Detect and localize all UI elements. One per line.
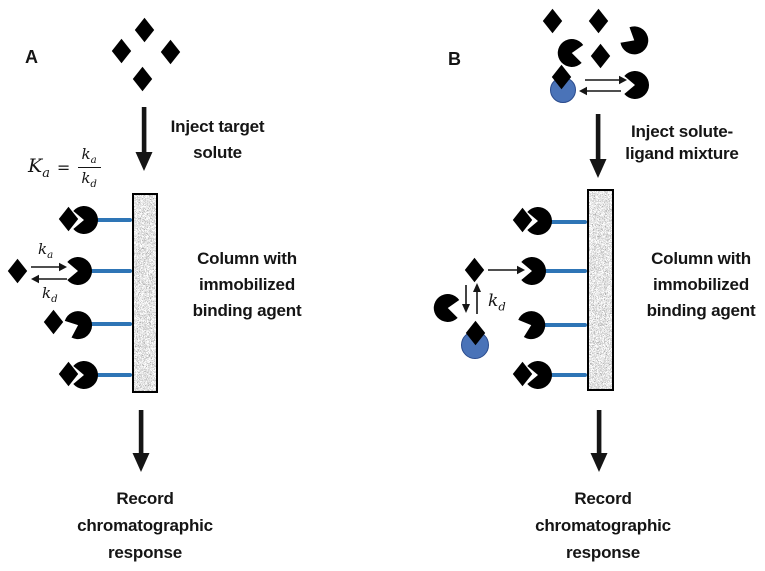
free-ligand-pacman-icon [611, 20, 654, 65]
equilibrium-constant-equation: Ka = ka kd [28, 145, 101, 190]
kd-label: kd [42, 284, 58, 305]
panel-a-label: A [25, 47, 38, 67]
record-arrow-a [132, 410, 150, 472]
tether-line [543, 269, 587, 273]
solute-ligand-complex-icon [550, 77, 576, 103]
tether-line [89, 269, 132, 273]
dissociation-down-arrow-icon [460, 285, 472, 313]
dissociation-arrow-icon [31, 273, 67, 285]
dissociation-up-arrow-icon [471, 280, 483, 314]
complexed-solute-diamond-icon [551, 64, 572, 95]
free-solute-diamond-icon [588, 8, 609, 39]
binding-agent-pacman-icon [59, 306, 100, 350]
kd-label-b: kd [488, 291, 506, 314]
complexed-solute-diamond-icon [465, 320, 486, 351]
bound-solute-diamond-icon [58, 206, 79, 237]
inject-arrow-a [135, 107, 153, 171]
target-solute-diamond-icon [132, 66, 153, 97]
bound-solute-diamond-icon [58, 361, 79, 392]
inject-caption-b: Inject solute- ligand mixture [625, 122, 739, 163]
bound-solute-diamond-icon [512, 361, 533, 392]
column-a [132, 193, 158, 393]
equilibrium-forward-arrow-icon [585, 74, 627, 86]
tether-line [543, 323, 587, 327]
tether-line [92, 373, 132, 377]
record-caption-a: Record chromatographic response [77, 489, 213, 562]
bound-solute-diamond-icon [512, 207, 533, 238]
free-ligand-pacman-icon [620, 70, 650, 105]
binding-agent-pacman-icon [63, 256, 93, 291]
ka-label: ka [38, 240, 54, 261]
equilibrium-reverse-arrow-icon [579, 85, 621, 97]
column-caption-b: Column with immobilized binding agent [646, 249, 756, 320]
association-arrow-icon [31, 261, 67, 273]
target-solute-diamond-icon [111, 38, 132, 69]
inject-caption-a: Inject target solute [170, 117, 265, 162]
panel-b-label: B [448, 49, 461, 69]
record-arrow-b [590, 410, 608, 472]
binding-agent-pacman-icon [512, 306, 551, 349]
free-solute-diamond-icon [43, 309, 64, 340]
tether-line [89, 322, 132, 326]
free-solute-diamond-icon [7, 258, 28, 289]
column-caption-a: Column with immobilized binding agent [192, 249, 302, 320]
binding-arrow-icon [488, 264, 525, 276]
tether-line [546, 373, 587, 377]
record-caption-b: Record chromatographic response [535, 489, 671, 562]
column-b [587, 189, 614, 391]
tether-line [92, 218, 132, 222]
free-solute-diamond-icon [590, 43, 611, 74]
target-solute-diamond-icon [134, 17, 155, 48]
inject-arrow-b [589, 114, 607, 178]
target-solute-diamond-icon [160, 39, 181, 70]
tether-line [546, 220, 587, 224]
